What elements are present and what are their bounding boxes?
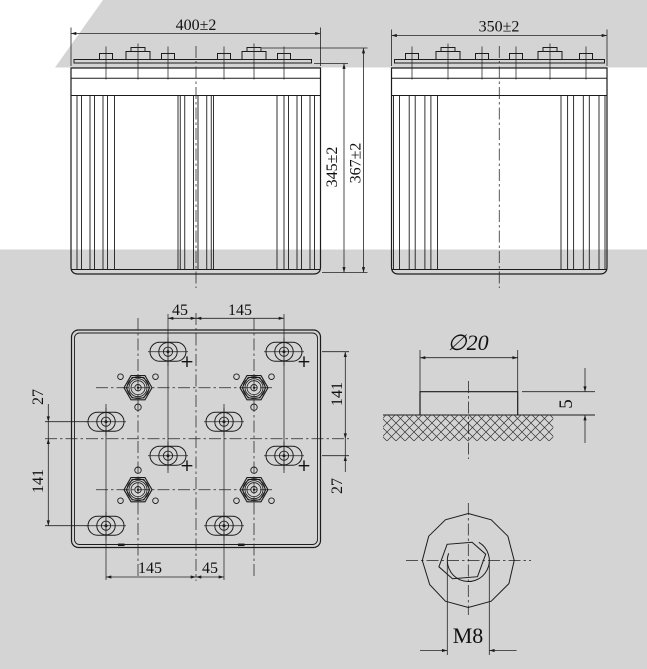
plus-mark: + (180, 352, 194, 372)
terminal-thread-detail: M8 (406, 503, 531, 655)
bottom-dim-45: 45 (202, 560, 218, 577)
right-dim-141: 141 (329, 382, 346, 406)
plus-mark: + (297, 456, 311, 476)
terminal-section-detail: ∅20 5 (383, 330, 595, 459)
top-view: + + + + 45 145 145 45 27 141 141 27 (30, 302, 349, 581)
left-dim-141: 141 (30, 469, 47, 493)
terminal-diameter-dimension: ∅20 (447, 330, 488, 355)
plus-mark: + (180, 456, 194, 476)
bottom-dim-145: 145 (138, 560, 162, 577)
bottom-gray-band (0, 249, 647, 669)
front-width-dimension: 400±2 (176, 17, 217, 34)
front-view: 400±2 (70, 17, 368, 288)
left-dim-27: 27 (30, 389, 47, 405)
right-dim-27: 27 (329, 478, 346, 494)
front-total-height-dimension: 367±2 (348, 143, 365, 184)
terminal-height-dimension: 5 (556, 399, 577, 409)
front-case-height-dimension: 345±2 (324, 147, 341, 188)
top-dim-145: 145 (228, 302, 252, 319)
plus-mark: + (297, 352, 311, 372)
polarity-plus-marks: + + + + (180, 352, 311, 476)
terminal-thread-dimension: M8 (453, 623, 484, 648)
side-view: 350±2 (390, 19, 608, 288)
top-dim-45: 45 (172, 302, 188, 319)
side-width-dimension: 350±2 (479, 19, 520, 36)
